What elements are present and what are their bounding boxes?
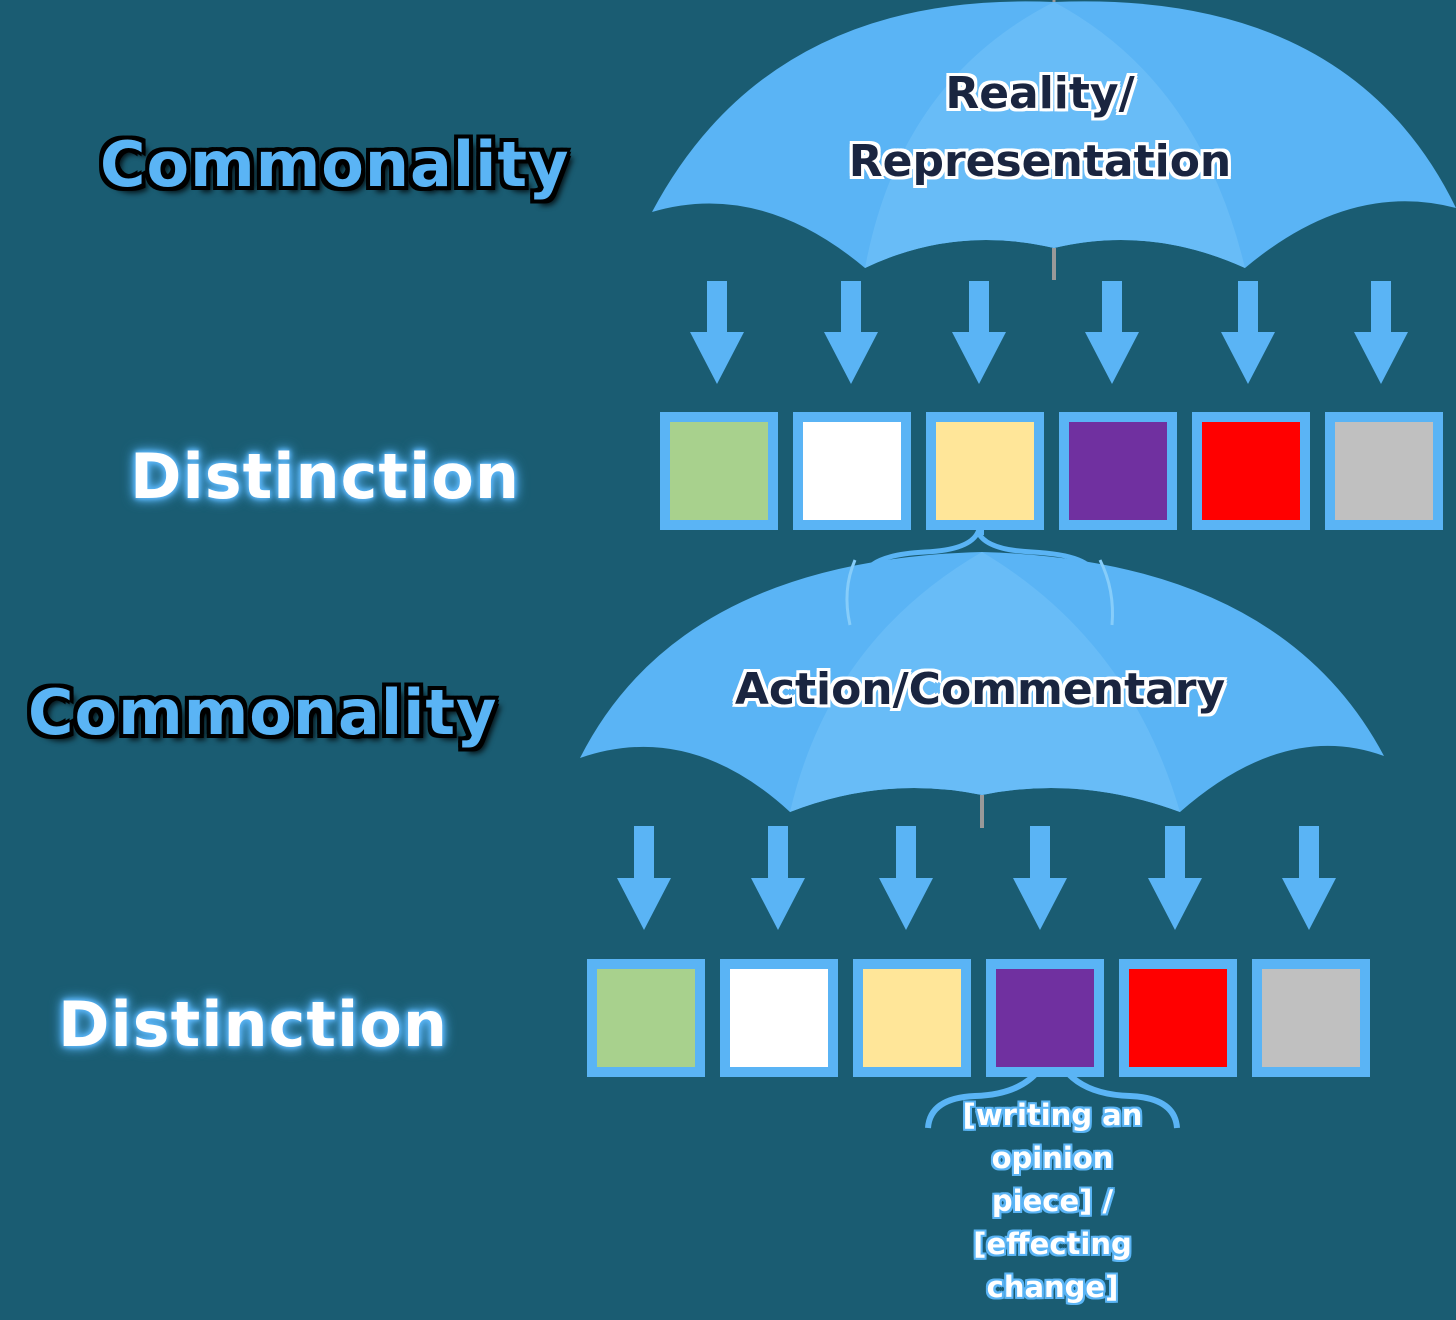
down-arrow-icon <box>1282 826 1336 930</box>
down-arrow-icon <box>1148 826 1202 930</box>
category-square <box>1119 959 1237 1077</box>
bottom-arrows <box>617 826 1336 930</box>
category-square <box>853 959 971 1077</box>
note-line: piece] / <box>991 1184 1114 1218</box>
down-arrow-icon <box>1354 281 1408 384</box>
down-arrow-icon <box>1013 826 1067 930</box>
category-square <box>986 959 1104 1077</box>
down-arrow-icon <box>690 281 744 384</box>
category-square <box>1325 412 1443 530</box>
top-umbrella <box>652 0 1456 280</box>
down-arrow-icon <box>1221 281 1275 384</box>
bottom-umbrella-title: Action/Commentary <box>734 664 1226 715</box>
note-line: change] <box>986 1270 1119 1304</box>
top-arrows <box>690 281 1408 384</box>
bottom-squares <box>587 959 1370 1077</box>
bottom-distinction-label: Distinction <box>58 988 449 1061</box>
bottom-umbrella <box>580 552 1384 828</box>
bottom-commonality-label: Commonality <box>28 676 498 749</box>
category-square <box>587 959 705 1077</box>
top-distinction-label: Distinction <box>130 440 521 513</box>
category-square <box>926 412 1044 530</box>
top-umbrella-title: Reality/ Representation <box>800 60 1280 196</box>
top-squares <box>660 412 1443 530</box>
category-square <box>1059 412 1177 530</box>
down-arrow-icon <box>751 826 805 930</box>
top-umbrella-title-line2: Representation <box>848 136 1232 187</box>
note-line: [effecting <box>973 1227 1132 1261</box>
bottom-note: [writing an opinion piece] / [effecting … <box>930 1094 1175 1309</box>
category-square <box>793 412 911 530</box>
category-square <box>720 959 838 1077</box>
down-arrow-icon <box>1085 281 1139 384</box>
category-square <box>1192 412 1310 530</box>
category-square <box>660 412 778 530</box>
note-line: opinion <box>991 1141 1114 1175</box>
down-arrow-icon <box>879 826 933 930</box>
top-umbrella-title-line1: Reality/ <box>945 68 1135 119</box>
category-square <box>1252 959 1370 1077</box>
down-arrow-icon <box>617 826 671 930</box>
down-arrow-icon <box>824 281 878 384</box>
note-line: [writing an <box>962 1098 1143 1132</box>
top-commonality-label: Commonality <box>100 128 570 201</box>
down-arrow-icon <box>952 281 1006 384</box>
